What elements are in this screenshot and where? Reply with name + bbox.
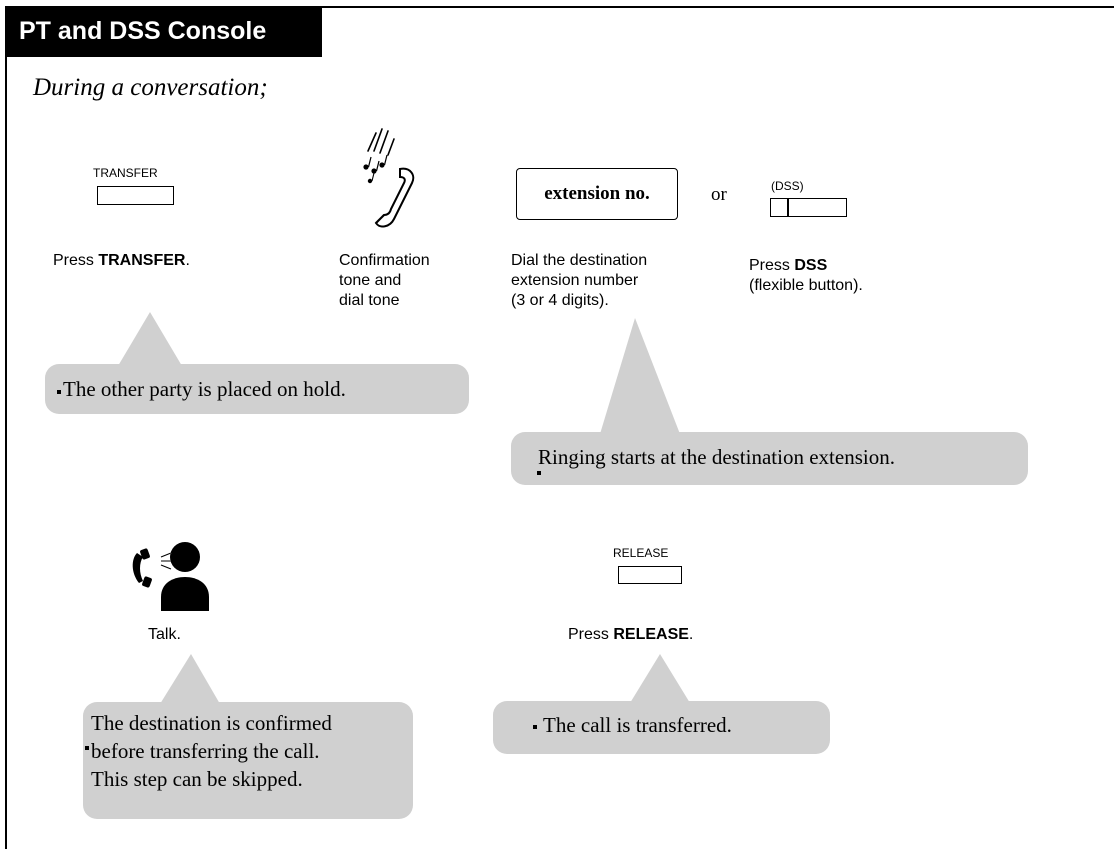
release-caption: Press RELEASE. <box>568 626 694 643</box>
dss-caption: Press DSS (flexible button). <box>749 257 863 294</box>
or-text: or <box>711 184 727 205</box>
dss-button[interactable] <box>770 198 847 217</box>
frame-top-rule <box>5 6 1114 8</box>
ringing-note: Ringing starts at the destination extens… <box>511 432 1028 485</box>
dss-button-label: (DSS) <box>771 179 804 193</box>
bullet <box>85 746 89 750</box>
talk-caption: Talk. <box>148 626 181 643</box>
section-title: PT and DSS Console <box>5 6 322 57</box>
release-button-label: RELEASE <box>613 546 669 560</box>
talk-person-icon <box>132 542 209 611</box>
bullet <box>533 725 537 729</box>
transferred-note: The call is transferred. <box>493 701 830 754</box>
handset-tone-icon <box>363 128 415 228</box>
extension-number-box[interactable]: extension no. <box>516 168 678 220</box>
confirm-note: The destination is confirmed before tran… <box>83 702 413 819</box>
dial-caption: Dial the destination extension number (3… <box>511 252 648 309</box>
transfer-button-label: TRANSFER <box>93 166 158 180</box>
bullet <box>537 471 541 475</box>
dss-button-divider <box>787 199 789 216</box>
frame-left-rule <box>5 6 7 849</box>
transfer-button[interactable] <box>97 186 174 205</box>
release-button[interactable] <box>618 566 682 584</box>
bullet <box>57 390 61 394</box>
intro-text: During a conversation; <box>33 74 268 101</box>
transfer-caption: Press TRANSFER. <box>53 252 190 269</box>
hold-note: The other party is placed on hold. <box>45 364 469 414</box>
tone-caption: Confirmation tone and dial tone <box>339 252 430 309</box>
